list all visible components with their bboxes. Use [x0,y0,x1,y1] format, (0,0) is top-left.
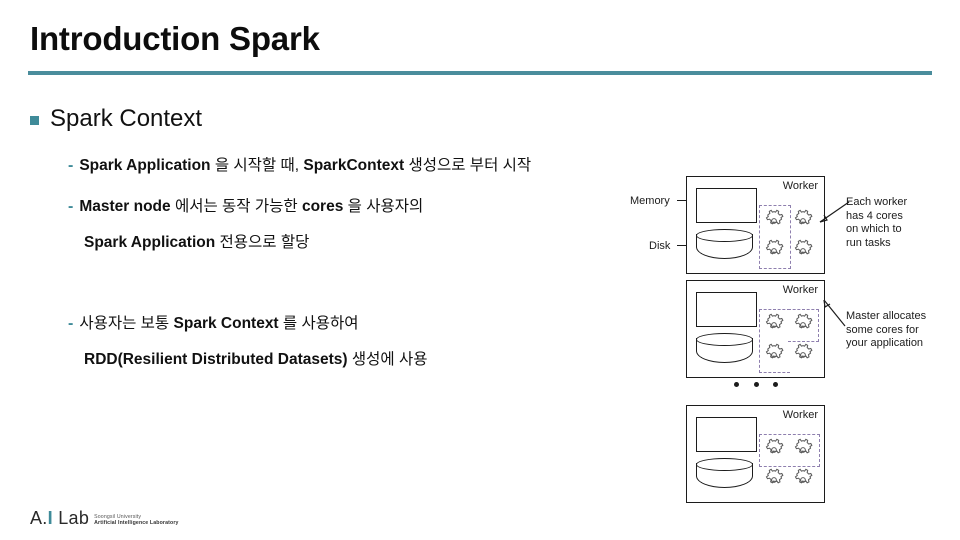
disk-cylinder-1 [696,229,755,264]
cores-note-line-4: run tasks [846,236,891,249]
gear-icon [794,313,813,329]
ellipsis-dots [734,382,778,387]
worker-label-3: Worker [782,409,818,421]
memory-label: Memory [630,195,670,207]
memory-block-2 [696,292,757,327]
sub-bullet-1: - Spark Application 을 시작할 때, SparkContex… [68,156,531,176]
sub-bullet-1-plain-b: 을 시작할 때, [210,157,304,174]
gear-icon [765,209,784,225]
allocation-note-line-1: Master allocates [846,310,927,322]
sub-bullet-2-strong-c: cores [301,198,344,215]
allocation-note-arrow [823,299,846,327]
spark-cluster-diagram: Memory Disk Worker Worker [630,170,960,503]
ellipsis-dot [734,382,739,387]
gear-icon [765,468,784,484]
dash-marker-1: - [68,157,74,174]
worker-label-2: Worker [782,284,818,296]
worker-label-1: Worker [782,180,818,192]
sub-bullet-2-continuation: Spark Application 전용으로 할당 [84,233,309,253]
sub-bullet-3-text: 사용자는 보통 Spark Context 를 사용하여 [79,314,358,334]
disk-top-3 [696,458,753,471]
logo-subtitle-line-2: Artificial Intelligence Laboratory [94,520,179,526]
disk-cylinder-3 [696,458,755,493]
ai-lab-logo: A.I Lab Soongsil University Artificial I… [30,508,179,528]
square-bullet-icon [30,116,39,125]
allocation-note: Master allocates some cores for your app… [846,310,926,351]
sub-bullet-3-plain-c: 를 사용하여 [278,315,359,332]
gear-icon [794,468,813,484]
section-heading-label: Spark Context [50,105,203,132]
page-title: Introduction Spark [30,20,320,57]
disk-label: Disk [649,240,671,252]
title-divider [28,71,932,75]
gear-icon [765,438,784,454]
sub-bullet-3-cont-plain: 생성에 사용 [347,351,428,368]
worker-box-1: Worker [686,176,825,274]
logo-mark-i: I [47,508,53,528]
memory-block-3 [696,417,757,452]
section-heading-row: Spark Context [30,105,202,133]
logo-subtitle-line-1: Soongsil University [94,514,142,520]
cores-note-arrow [819,201,850,223]
logo-mark-b: Lab [52,508,90,528]
logo-mark-a: A. [30,508,48,528]
allocated-cores-selection-2b [788,309,819,342]
sub-bullet-2-cont-plain: 전용으로 할당 [215,234,310,251]
logo-subtitle: Soongsil University Artificial Intellige… [94,514,178,528]
gear-icon [794,343,813,359]
disk-top-1 [696,229,753,242]
allocated-cores-selection-3 [759,434,820,467]
gear-icon [794,239,813,255]
sub-bullet-1-text: Spark Application 을 시작할 때, SparkContext … [79,156,531,176]
dash-marker-3: - [68,315,74,332]
disk-cylinder-2 [696,333,755,368]
ellipsis-dot [773,382,778,387]
disk-top-2 [696,333,753,346]
sub-bullet-2: - Master node 에서는 동작 가능한 cores 을 사용자의 [68,197,423,217]
gear-icon [765,313,784,329]
sub-bullet-2-plain-b: 에서는 동작 가능한 [170,198,302,215]
cores-note-line-1: Each worker [846,196,908,208]
worker-box-3: Worker [686,405,825,503]
sub-bullet-2-strong-a: Master node [79,198,171,215]
allocation-note-line-2: some cores for [846,323,919,336]
logo-wordmark: A.I Lab [30,508,89,528]
worker-box-2: Worker [686,280,825,378]
cores-note: Each worker has 4 cores on which to run … [846,196,907,250]
ellipsis-dot [753,382,759,387]
sub-bullet-2-plain-d: 을 사용자의 [343,198,424,215]
sub-bullet-2-text: Master node 에서는 동작 가능한 cores 을 사용자의 [79,197,423,217]
gear-icon [765,239,784,255]
gear-icon [765,343,784,359]
sub-bullet-3-continuation: RDD(Resilient Distributed Datasets) 생성에 … [84,350,427,370]
sub-bullet-3-plain-a: 사용자는 보통 [79,315,174,332]
sub-bullet-1-plain-d: 생성으로 부터 시작 [404,157,532,174]
memory-block-1 [696,188,757,223]
allocated-cores-selection-1 [759,205,791,269]
dash-marker-2: - [68,198,74,215]
sub-bullet-3: - 사용자는 보통 Spark Context 를 사용하여 [68,314,359,334]
cores-note-line-3: on which to [846,223,902,235]
sub-bullet-3-cont-strong: RDD(Resilient Distributed Datasets) [84,351,348,368]
sub-bullet-1-strong-a: Spark Application [79,157,211,174]
sub-bullet-2-cont-strong: Spark Application [84,234,216,251]
gear-icon [794,209,813,225]
sub-bullet-1-strong-c: SparkContext [303,157,405,174]
sub-bullet-3-strong-b: Spark Context [173,315,279,332]
gear-icon [794,438,813,454]
cores-note-line-2: has 4 cores [846,209,903,222]
allocation-note-line-3: your application [846,337,924,349]
allocated-cores-selection-2a [759,309,790,373]
